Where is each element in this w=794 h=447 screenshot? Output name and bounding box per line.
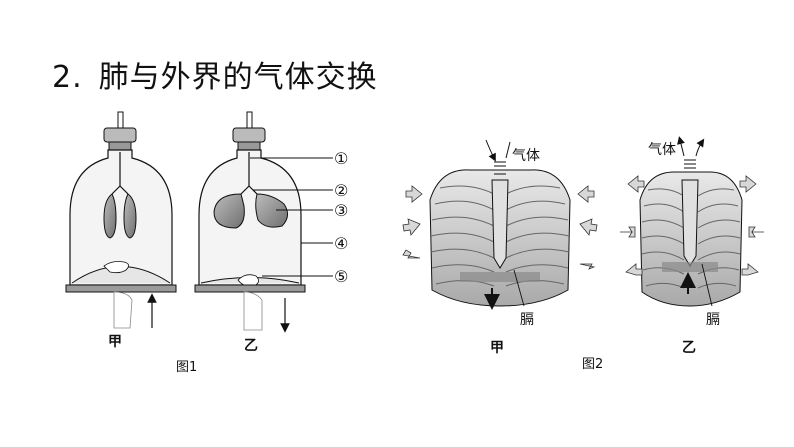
glass-tube-top — [246, 111, 253, 131]
base-plate — [194, 284, 306, 293]
glass-tube-top — [117, 111, 124, 131]
sternum — [681, 179, 699, 267]
fig2-caption: 图2 — [582, 357, 603, 372]
contraction-arrows — [620, 175, 764, 276]
bronchi — [111, 185, 129, 195]
bell-jar — [69, 149, 173, 286]
diaphragm-leader — [513, 269, 525, 307]
label-1: ① — [334, 149, 348, 168]
hand-push — [103, 261, 129, 274]
hand-below — [243, 291, 263, 331]
fig1-caption: 图1 — [176, 360, 197, 375]
gas-in-arrow-right — [505, 141, 511, 159]
label-3: ③ — [334, 201, 348, 220]
base-plate — [65, 284, 177, 293]
label-4: ④ — [334, 234, 348, 253]
fig1-leader-lines — [250, 157, 333, 277]
label-5: ⑤ — [334, 267, 348, 286]
fig2-gas-label-a: 气体 — [512, 148, 540, 164]
title-number: 2. — [52, 60, 83, 95]
balloon-lung-right — [255, 193, 288, 228]
diaphragm — [460, 272, 540, 282]
expansion-arrows — [402, 185, 598, 270]
bell-jar-model-a — [65, 111, 177, 329]
fig2-diaphragm-label-a: 膈 — [520, 312, 534, 328]
sternum — [491, 179, 509, 269]
fig1-number-labels: ① ② ③ ④ ⑤ — [334, 149, 348, 286]
gas-out-arrow-left — [677, 136, 685, 157]
rib-cage-a — [402, 139, 598, 310]
fig2-gas-label-b: 气体 — [648, 142, 676, 158]
trachea-rings — [494, 161, 506, 175]
label-2: ② — [334, 181, 348, 200]
fig2-diaphragm-label-b: 膈 — [706, 312, 720, 328]
rubber-stopper — [232, 127, 266, 143]
diaphragm-leader — [701, 263, 713, 307]
rib-cage-b — [620, 136, 764, 307]
gas-out-arrow-right — [695, 138, 705, 157]
balloon-lung-left — [103, 193, 117, 239]
fig1-state-a-label: 甲 — [108, 334, 122, 350]
bell-jar-model-b — [194, 111, 306, 333]
fig1-state-b-label: 乙 — [244, 338, 258, 354]
bell-jar — [198, 149, 302, 286]
rubber-stopper — [103, 127, 137, 143]
title-text: 肺与外界的气体交换 — [98, 60, 378, 95]
trachea-rings — [684, 159, 696, 173]
fig2-state-b-label: 乙 — [682, 340, 696, 356]
slide-title: 2. 肺与外界的气体交换 — [52, 58, 378, 98]
balloon-lung-right — [123, 193, 137, 239]
gas-in-arrow-left — [485, 139, 496, 162]
diaphragm — [662, 262, 718, 272]
fig2-state-a-label: 甲 — [490, 340, 504, 356]
hand-below — [113, 291, 133, 329]
balloon-lung-left — [213, 193, 245, 229]
